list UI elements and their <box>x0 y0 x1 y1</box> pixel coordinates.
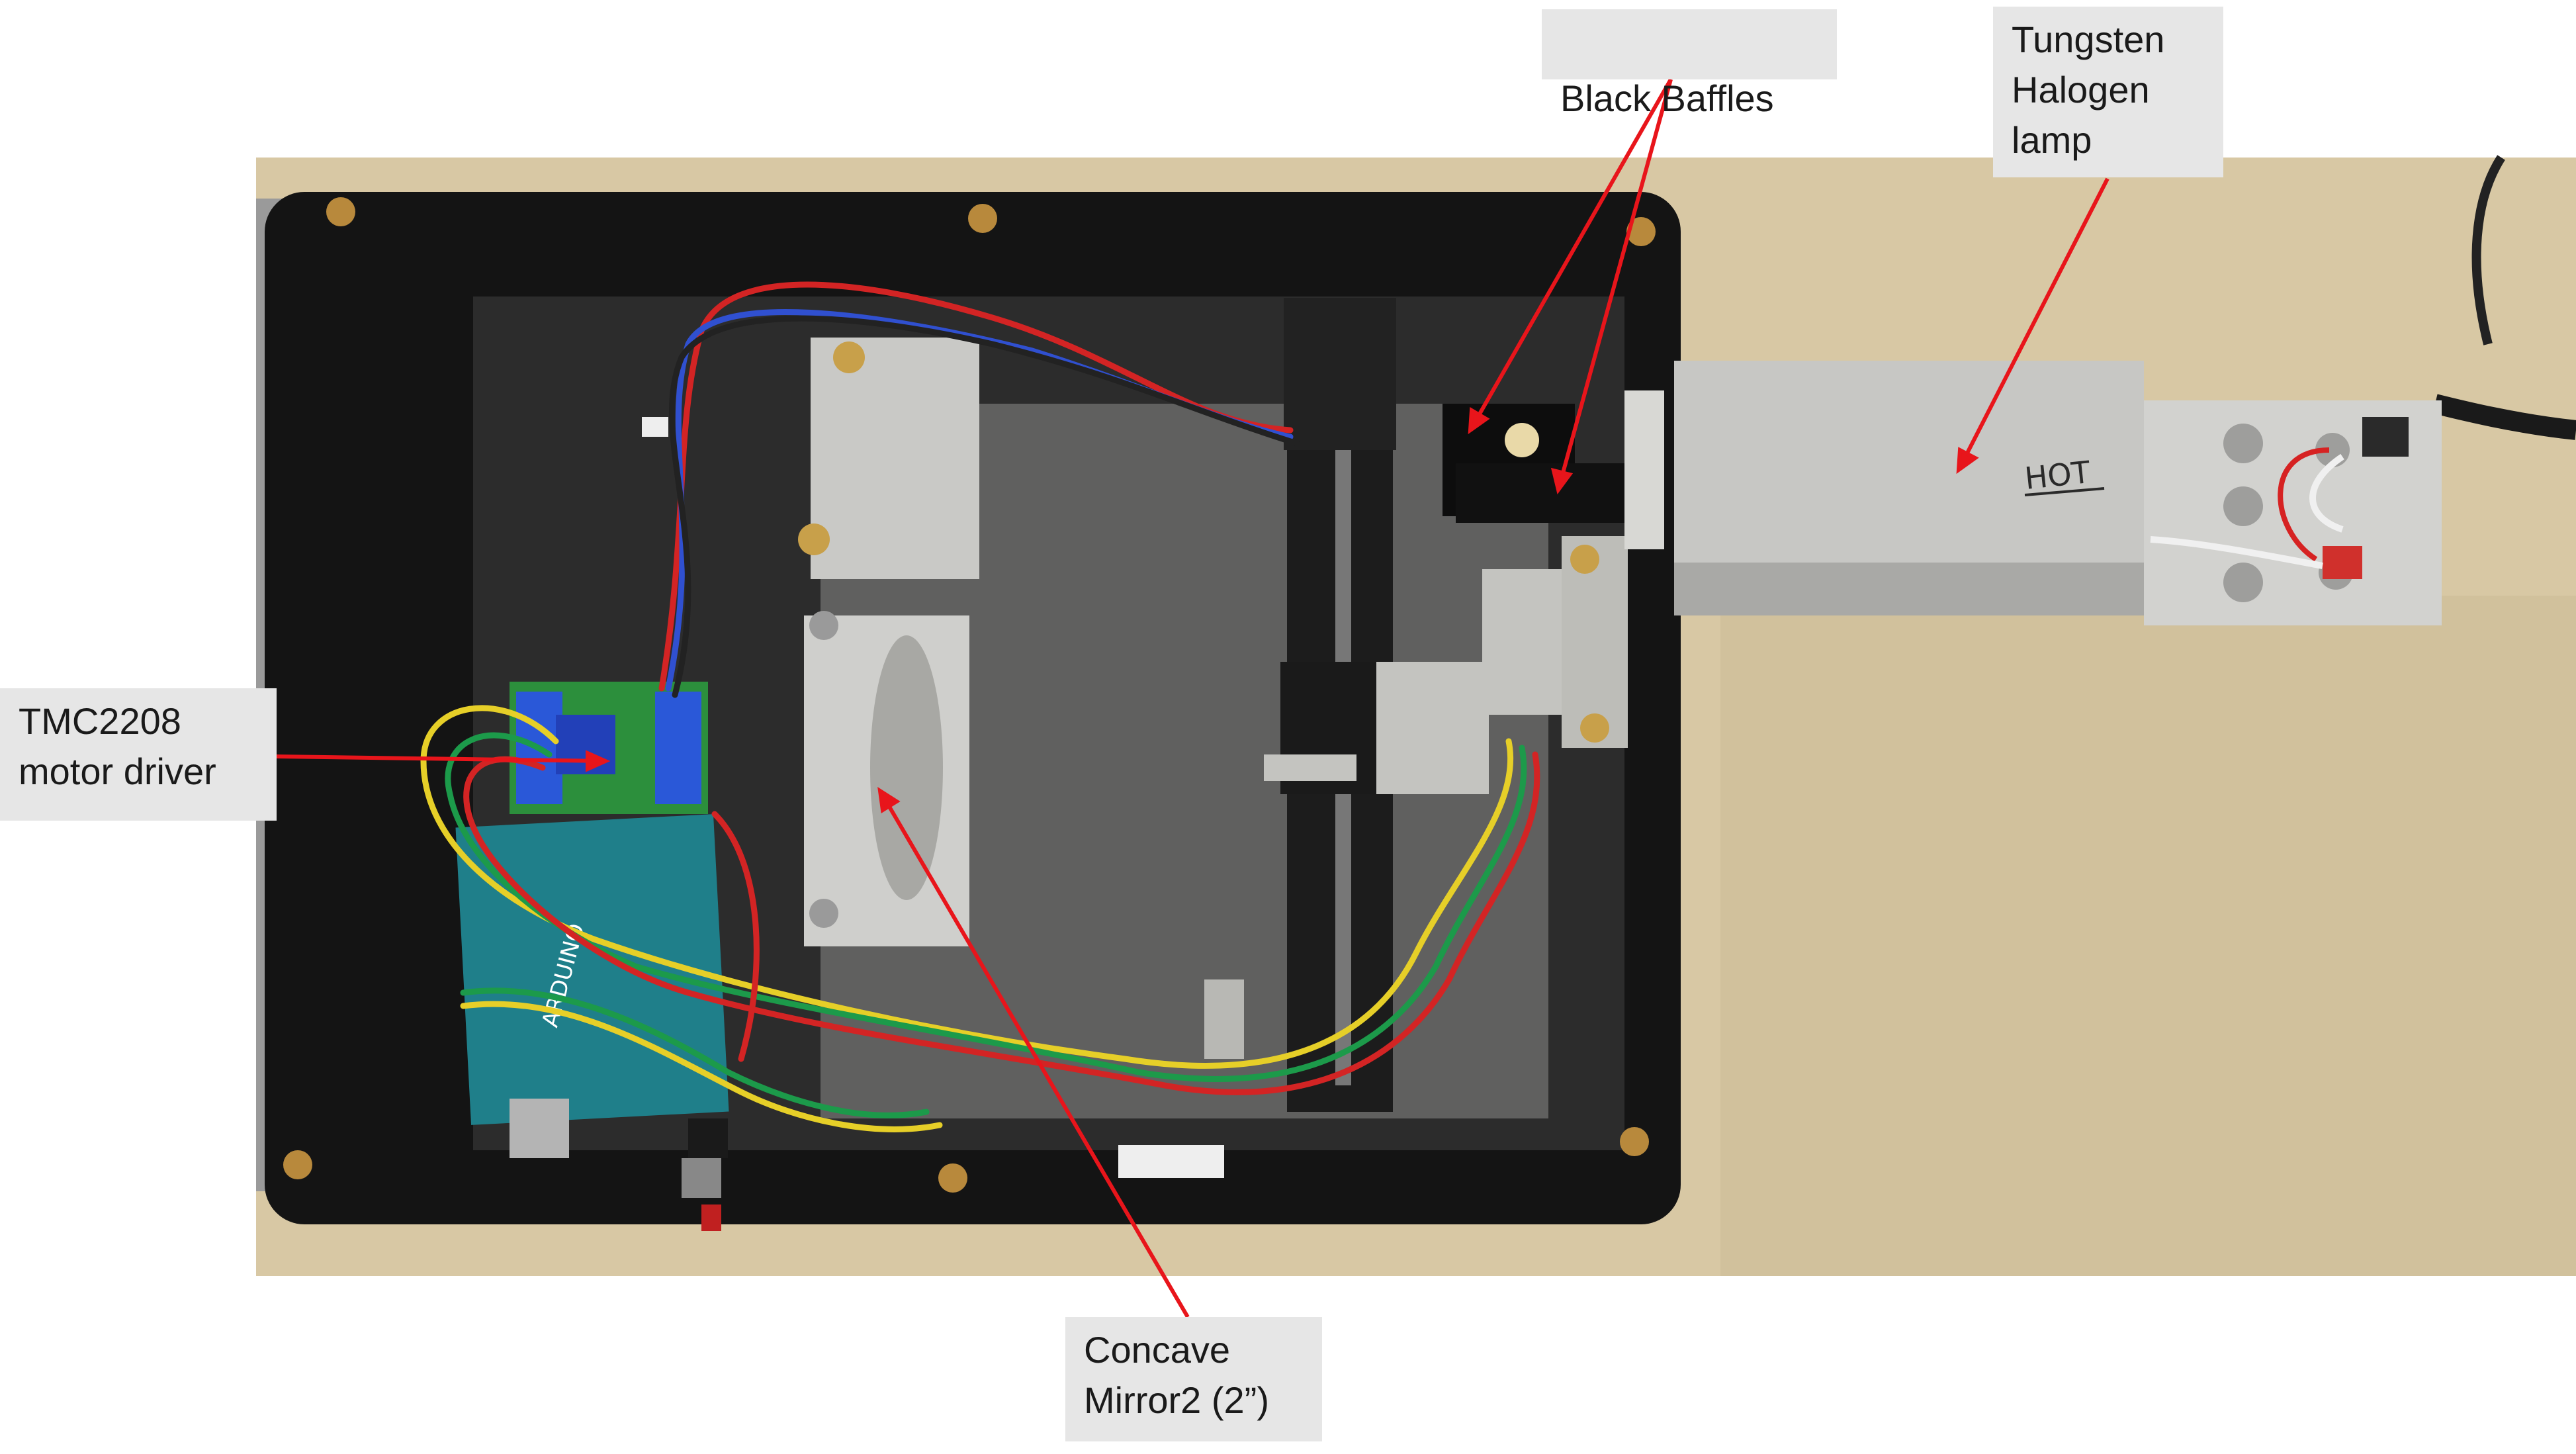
screw <box>809 611 838 640</box>
slit-bracket <box>1482 569 1575 715</box>
callout-mirror-line2: Mirror2 (2”) <box>1084 1379 1269 1421</box>
lamp-wire-white <box>2150 536 2323 569</box>
lamp-housing-shade <box>1674 563 2144 615</box>
callout-mirror-line1: Concave <box>1084 1329 1231 1371</box>
fuse-holder <box>2323 546 2362 579</box>
callout-black-baffles: Black Baffles <box>1542 9 1837 119</box>
entrance-slit <box>1624 390 1664 549</box>
screw <box>1580 713 1609 743</box>
callout-driver-line2: motor driver <box>19 750 216 792</box>
callout-lamp-line1: Tungsten <box>2012 19 2165 60</box>
power-jack <box>2362 417 2409 457</box>
screw <box>968 204 997 233</box>
driver-terminal-right <box>655 692 701 804</box>
stage-bracket <box>1376 662 1489 794</box>
lamp-wire-red <box>2278 447 2330 562</box>
terminal-nut <box>2223 424 2263 463</box>
arduino-jack <box>688 1118 728 1158</box>
screw <box>326 197 355 226</box>
callout-driver-line1: TMC2208 <box>19 700 181 742</box>
baffle-lower <box>1456 463 1641 523</box>
screw <box>809 899 838 928</box>
limit-switch <box>1204 979 1244 1059</box>
wiring <box>420 281 1540 1132</box>
arduino-usb <box>510 1099 569 1158</box>
annotation-arrows <box>276 78 2110 1318</box>
screw <box>1570 545 1599 574</box>
callout-black-baffles-text: Black Baffles <box>1560 77 1774 119</box>
cable-tie <box>642 417 668 437</box>
power-cable <box>2432 394 2576 440</box>
cable-tie <box>1118 1145 1224 1178</box>
screw <box>283 1150 312 1179</box>
bnc-connector <box>682 1158 721 1198</box>
cable-top-right <box>2471 155 2505 345</box>
callout-lamp-line2: Halogen <box>2012 69 2150 111</box>
screw <box>833 341 865 373</box>
stage-bracket-arm <box>1264 754 1356 781</box>
callout-lamp-line3: lamp <box>2012 119 2092 161</box>
concave-mirror <box>870 635 943 900</box>
screw <box>938 1163 967 1193</box>
slit-mount <box>1562 536 1628 748</box>
screw <box>1620 1127 1649 1156</box>
mirror-mount-upper <box>811 338 979 579</box>
table-shadow <box>1720 596 2576 1276</box>
terminal-nut <box>2223 563 2263 602</box>
stepper-motor <box>1284 298 1396 450</box>
terminal-nut <box>2223 486 2263 526</box>
screw <box>798 523 830 555</box>
callout-motor-driver: TMC2208 motor driver <box>0 688 277 821</box>
hot-underline <box>2024 487 2105 496</box>
baffle-aperture <box>1505 423 1539 457</box>
lamp-wire-white-2 <box>2309 453 2344 533</box>
screw <box>1626 217 1656 246</box>
red-connector <box>701 1204 721 1231</box>
